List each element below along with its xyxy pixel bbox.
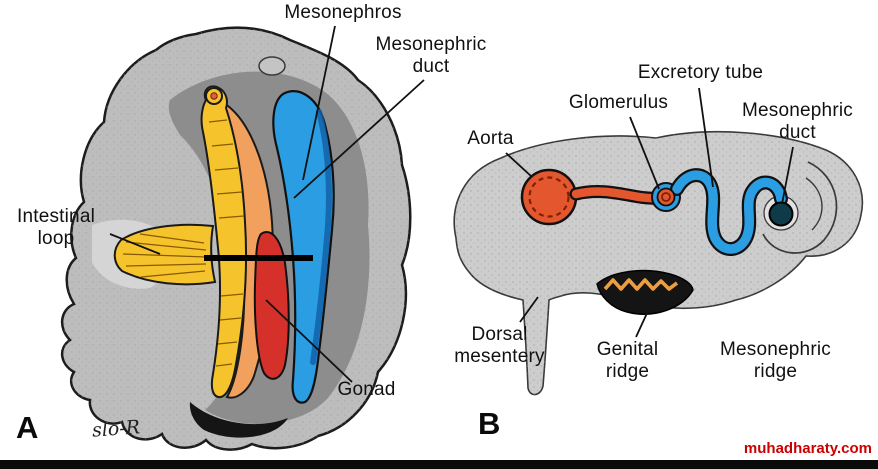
label-aorta: Aorta: [467, 128, 514, 149]
leader-mesonephros: [302, 25, 336, 181]
excretory-tube-shape: [672, 170, 786, 254]
body-wall-curl-inner: [805, 177, 823, 231]
leader-genital-ridge: [635, 310, 649, 338]
leader-mesonephric-duct-a: [293, 79, 425, 199]
label-mesonephros: Mesonephros: [284, 2, 402, 23]
label-intestinal-loop: Intestinal loop: [16, 206, 96, 250]
panel-a-illustration: [61, 25, 425, 451]
panel-b-leader-lines: [505, 87, 794, 338]
watermark-text: muhadharaty.com: [743, 440, 872, 457]
label-mesonephric-duct-b: Mesonephric duct: [742, 100, 853, 144]
leader-mesonephric-duct-b: [781, 146, 794, 205]
gut-opening-lumen: [210, 92, 218, 100]
label-mesonephric-ridge: Mesonephric ridge: [720, 339, 831, 383]
glomerulus-shape: [656, 187, 676, 207]
aorta-inner-ring: [528, 176, 570, 218]
label-genital-ridge: Genital ridge: [596, 339, 659, 383]
mesonephros-shading: [310, 109, 332, 365]
panel-b-illustration: [453, 87, 864, 396]
panel-letter-a: A: [16, 410, 39, 445]
otic-vesicle: [258, 56, 286, 76]
leader-intestinal-loop: [109, 233, 161, 255]
label-glomerulus: Glomerulus: [568, 92, 669, 113]
leader-gonad: [265, 299, 353, 383]
label-dorsal-mesentery: Dorsal mesentery: [454, 324, 545, 368]
artist-signature: slo-R: [91, 416, 141, 442]
intestinal-fan: [113, 223, 217, 286]
label-gonad: Gonad: [337, 379, 396, 400]
label-mesonephric-duct-a: Mesonephric duct: [375, 34, 487, 78]
body-wall-curl-outer: [762, 161, 838, 254]
afferent-vessel: [571, 187, 663, 203]
bottom-scan-bar: [0, 460, 878, 469]
intestinal-loop-shape: [200, 85, 247, 399]
leader-dorsal-mesentery: [519, 296, 539, 323]
panel-letter-b: B: [478, 406, 501, 441]
intestinal-striations: [122, 119, 245, 367]
label-excretory-tube: Excretory tube: [637, 62, 764, 83]
mesonephric-duct-section: [768, 201, 794, 227]
genital-ridge-epithelium: [603, 278, 679, 291]
leader-aorta: [505, 152, 533, 178]
leader-glomerulus: [629, 116, 660, 190]
glomerulus-coil: [661, 192, 671, 202]
panel-a-leader-lines: [109, 25, 425, 383]
tail-fold-shadow: [189, 402, 288, 438]
leader-excretory-tube: [698, 87, 714, 188]
genital-ridge-shape: [596, 269, 694, 315]
